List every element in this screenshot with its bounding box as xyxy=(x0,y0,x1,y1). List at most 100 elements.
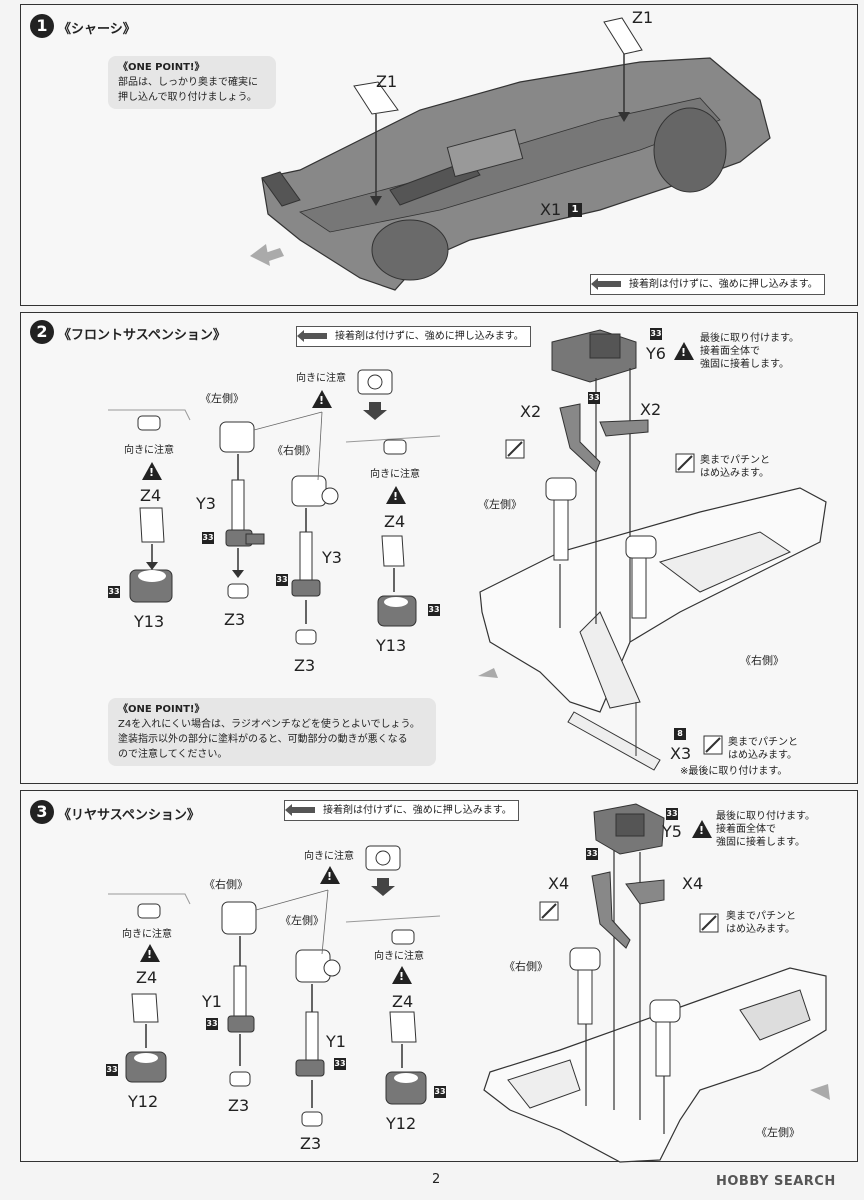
caution-direction-label: 向きに注意 xyxy=(122,929,172,940)
warning-icon xyxy=(142,462,162,480)
left-side-label: 《左側》 xyxy=(478,498,522,511)
note-line: 接着面全体で xyxy=(700,346,760,357)
last-install-note: ※最後に取り付けます。 xyxy=(680,766,788,777)
part-label-y6: Y6 xyxy=(646,344,666,363)
glue-note-text: 接着剤は付けずに、強めに押し込みます。 xyxy=(335,331,524,342)
note-line: 奥までパチンと xyxy=(726,911,796,922)
x3-note: 奥までパチンと はめ込みます。 xyxy=(728,736,798,762)
paint-number-badge: 33 xyxy=(206,1018,218,1030)
glue-note-text: 接着剤は付けずに、強めに押し込みます。 xyxy=(629,279,818,290)
left-side-label: 《左側》 xyxy=(280,914,324,927)
snap-note: 奥までパチンと はめ込みます。 xyxy=(726,910,796,936)
note-line: 最後に取り付けます。 xyxy=(716,811,815,822)
note-line: 最後に取り付けます。 xyxy=(700,333,799,344)
paint-number-badge: 33 xyxy=(108,586,120,598)
right-side-label: 《右側》 xyxy=(204,878,248,891)
paint-number-badge: 33 xyxy=(434,1086,446,1098)
warning-icon xyxy=(386,486,406,504)
front-suspension-parts-illustration xyxy=(108,369,441,645)
chassis-illustration xyxy=(250,17,771,291)
one-point-title: 《ONE POINT!》 xyxy=(118,62,205,73)
y5-note: 最後に取り付けます。 接着面全体で 強固に接着します。 xyxy=(716,810,815,849)
note-line: はめ込みます。 xyxy=(728,750,797,761)
warning-icon xyxy=(140,944,160,962)
part-label-x2: X2 xyxy=(640,400,662,419)
step1-number: 1 xyxy=(30,14,54,38)
arrow-left-icon xyxy=(591,278,621,290)
warning-icon xyxy=(312,390,332,408)
part-label-z3: Z3 xyxy=(300,1134,322,1153)
step1-glue-note: 接着剤は付けずに、強めに押し込みます。 xyxy=(590,274,825,295)
part-label-x4: X4 xyxy=(682,874,704,893)
caution-direction-label: 向きに注意 xyxy=(304,851,354,862)
arrow-left-icon xyxy=(285,804,315,816)
step2-glue-note: 接着剤は付けずに、強めに押し込みます。 xyxy=(296,326,531,347)
caution-direction-label: 向きに注意 xyxy=(296,373,346,384)
right-side-label: 《右側》 xyxy=(272,444,316,457)
note-line: 強固に接着します。 xyxy=(700,359,789,370)
caution-direction-label: 向きに注意 xyxy=(370,469,420,480)
paint-number-badge: 33 xyxy=(650,328,662,340)
left-side-label: 《左側》 xyxy=(756,1126,800,1139)
paint-number-badge: 33 xyxy=(276,574,288,586)
glue-note-text: 接着剤は付けずに、強めに押し込みます。 xyxy=(323,805,512,816)
paint-number-badge: 33 xyxy=(588,392,600,404)
part-label-y1: Y1 xyxy=(326,1032,346,1051)
left-side-label: 《左側》 xyxy=(200,392,244,405)
paint-number-badge: 33 xyxy=(586,848,598,860)
rear-suspension-parts-illustration xyxy=(108,845,441,1127)
part-label-z3: Z3 xyxy=(294,656,316,675)
front-chassis-illustration xyxy=(478,329,827,771)
y6-note: 最後に取り付けます。 接着面全体で 強固に接着します。 xyxy=(700,332,799,371)
one-point-line: 押し込んで取り付けましょう。 xyxy=(118,92,257,103)
part-label-y5: Y5 xyxy=(662,822,682,841)
part-label-z4: Z4 xyxy=(136,968,158,987)
arrow-left-icon xyxy=(297,330,327,342)
part-label-y1: Y1 xyxy=(202,992,222,1011)
one-point-line: 塗装指示以外の部分に塗料がのると、可動部分の動きが悪くなる xyxy=(118,734,408,745)
note-line: はめ込みます。 xyxy=(700,468,769,479)
paint-number-badge: 8 xyxy=(674,728,686,740)
rear-chassis-illustration xyxy=(483,803,830,1163)
paint-number-badge: 33 xyxy=(202,532,214,544)
part-label-x2: X2 xyxy=(520,402,542,421)
note-line: はめ込みます。 xyxy=(726,924,795,935)
part-label-z4: Z4 xyxy=(392,992,414,1011)
part-label-x1: X1 xyxy=(540,200,562,219)
snap-note: 奥までパチンと はめ込みます。 xyxy=(700,454,770,480)
step3-glue-note: 接着剤は付けずに、強めに押し込みます。 xyxy=(284,800,519,821)
part-label-x3: X3 xyxy=(670,744,692,763)
step2-one-point: 《ONE POINT!》 Z4を入れにくい場合は、ラジオペンチなどを使うとよいで… xyxy=(108,698,436,766)
part-label-y13: Y13 xyxy=(376,636,407,655)
caution-direction-label: 向きに注意 xyxy=(374,951,424,962)
part-label-z4: Z4 xyxy=(384,512,406,531)
part-label-z1: Z1 xyxy=(376,72,398,91)
note-line: 接着面全体で xyxy=(716,824,776,835)
part-label-y12: Y12 xyxy=(128,1092,159,1111)
step3-panel xyxy=(20,790,858,1162)
paint-number-badge: 33 xyxy=(666,808,678,820)
part-label-z1: Z1 xyxy=(632,8,654,27)
paint-number-badge: 33 xyxy=(428,604,440,616)
one-point-line: Z4を入れにくい場合は、ラジオペンチなどを使うとよいでしょう。 xyxy=(118,719,420,730)
step3-number: 3 xyxy=(30,800,54,824)
right-side-label: 《右側》 xyxy=(740,654,784,667)
paint-number-badge: 1 xyxy=(568,203,582,217)
part-label-z3: Z3 xyxy=(228,1096,250,1115)
one-point-line: ので注意してください。 xyxy=(118,749,228,760)
step3-title: 《リヤサスペンション》 xyxy=(58,808,200,823)
part-label-y12: Y12 xyxy=(386,1114,417,1133)
part-label-z3: Z3 xyxy=(224,610,246,629)
right-side-label: 《右側》 xyxy=(504,960,548,973)
paint-number-badge: 33 xyxy=(106,1064,118,1076)
part-label-y13: Y13 xyxy=(134,612,165,631)
note-line: 奥までパチンと xyxy=(700,455,770,466)
caution-direction-label: 向きに注意 xyxy=(124,445,174,456)
watermark-logo: HOBBY SEARCH xyxy=(716,1174,836,1189)
part-label-y3: Y3 xyxy=(196,494,216,513)
note-line: 奥までパチンと xyxy=(728,737,798,748)
step1-one-point: 《ONE POINT!》 部品は、しっかり奥まで確実に 押し込んで取り付けましょ… xyxy=(108,56,276,109)
part-label-x4: X4 xyxy=(548,874,570,893)
warning-icon xyxy=(320,866,340,884)
paint-number-badge: 33 xyxy=(334,1058,346,1070)
